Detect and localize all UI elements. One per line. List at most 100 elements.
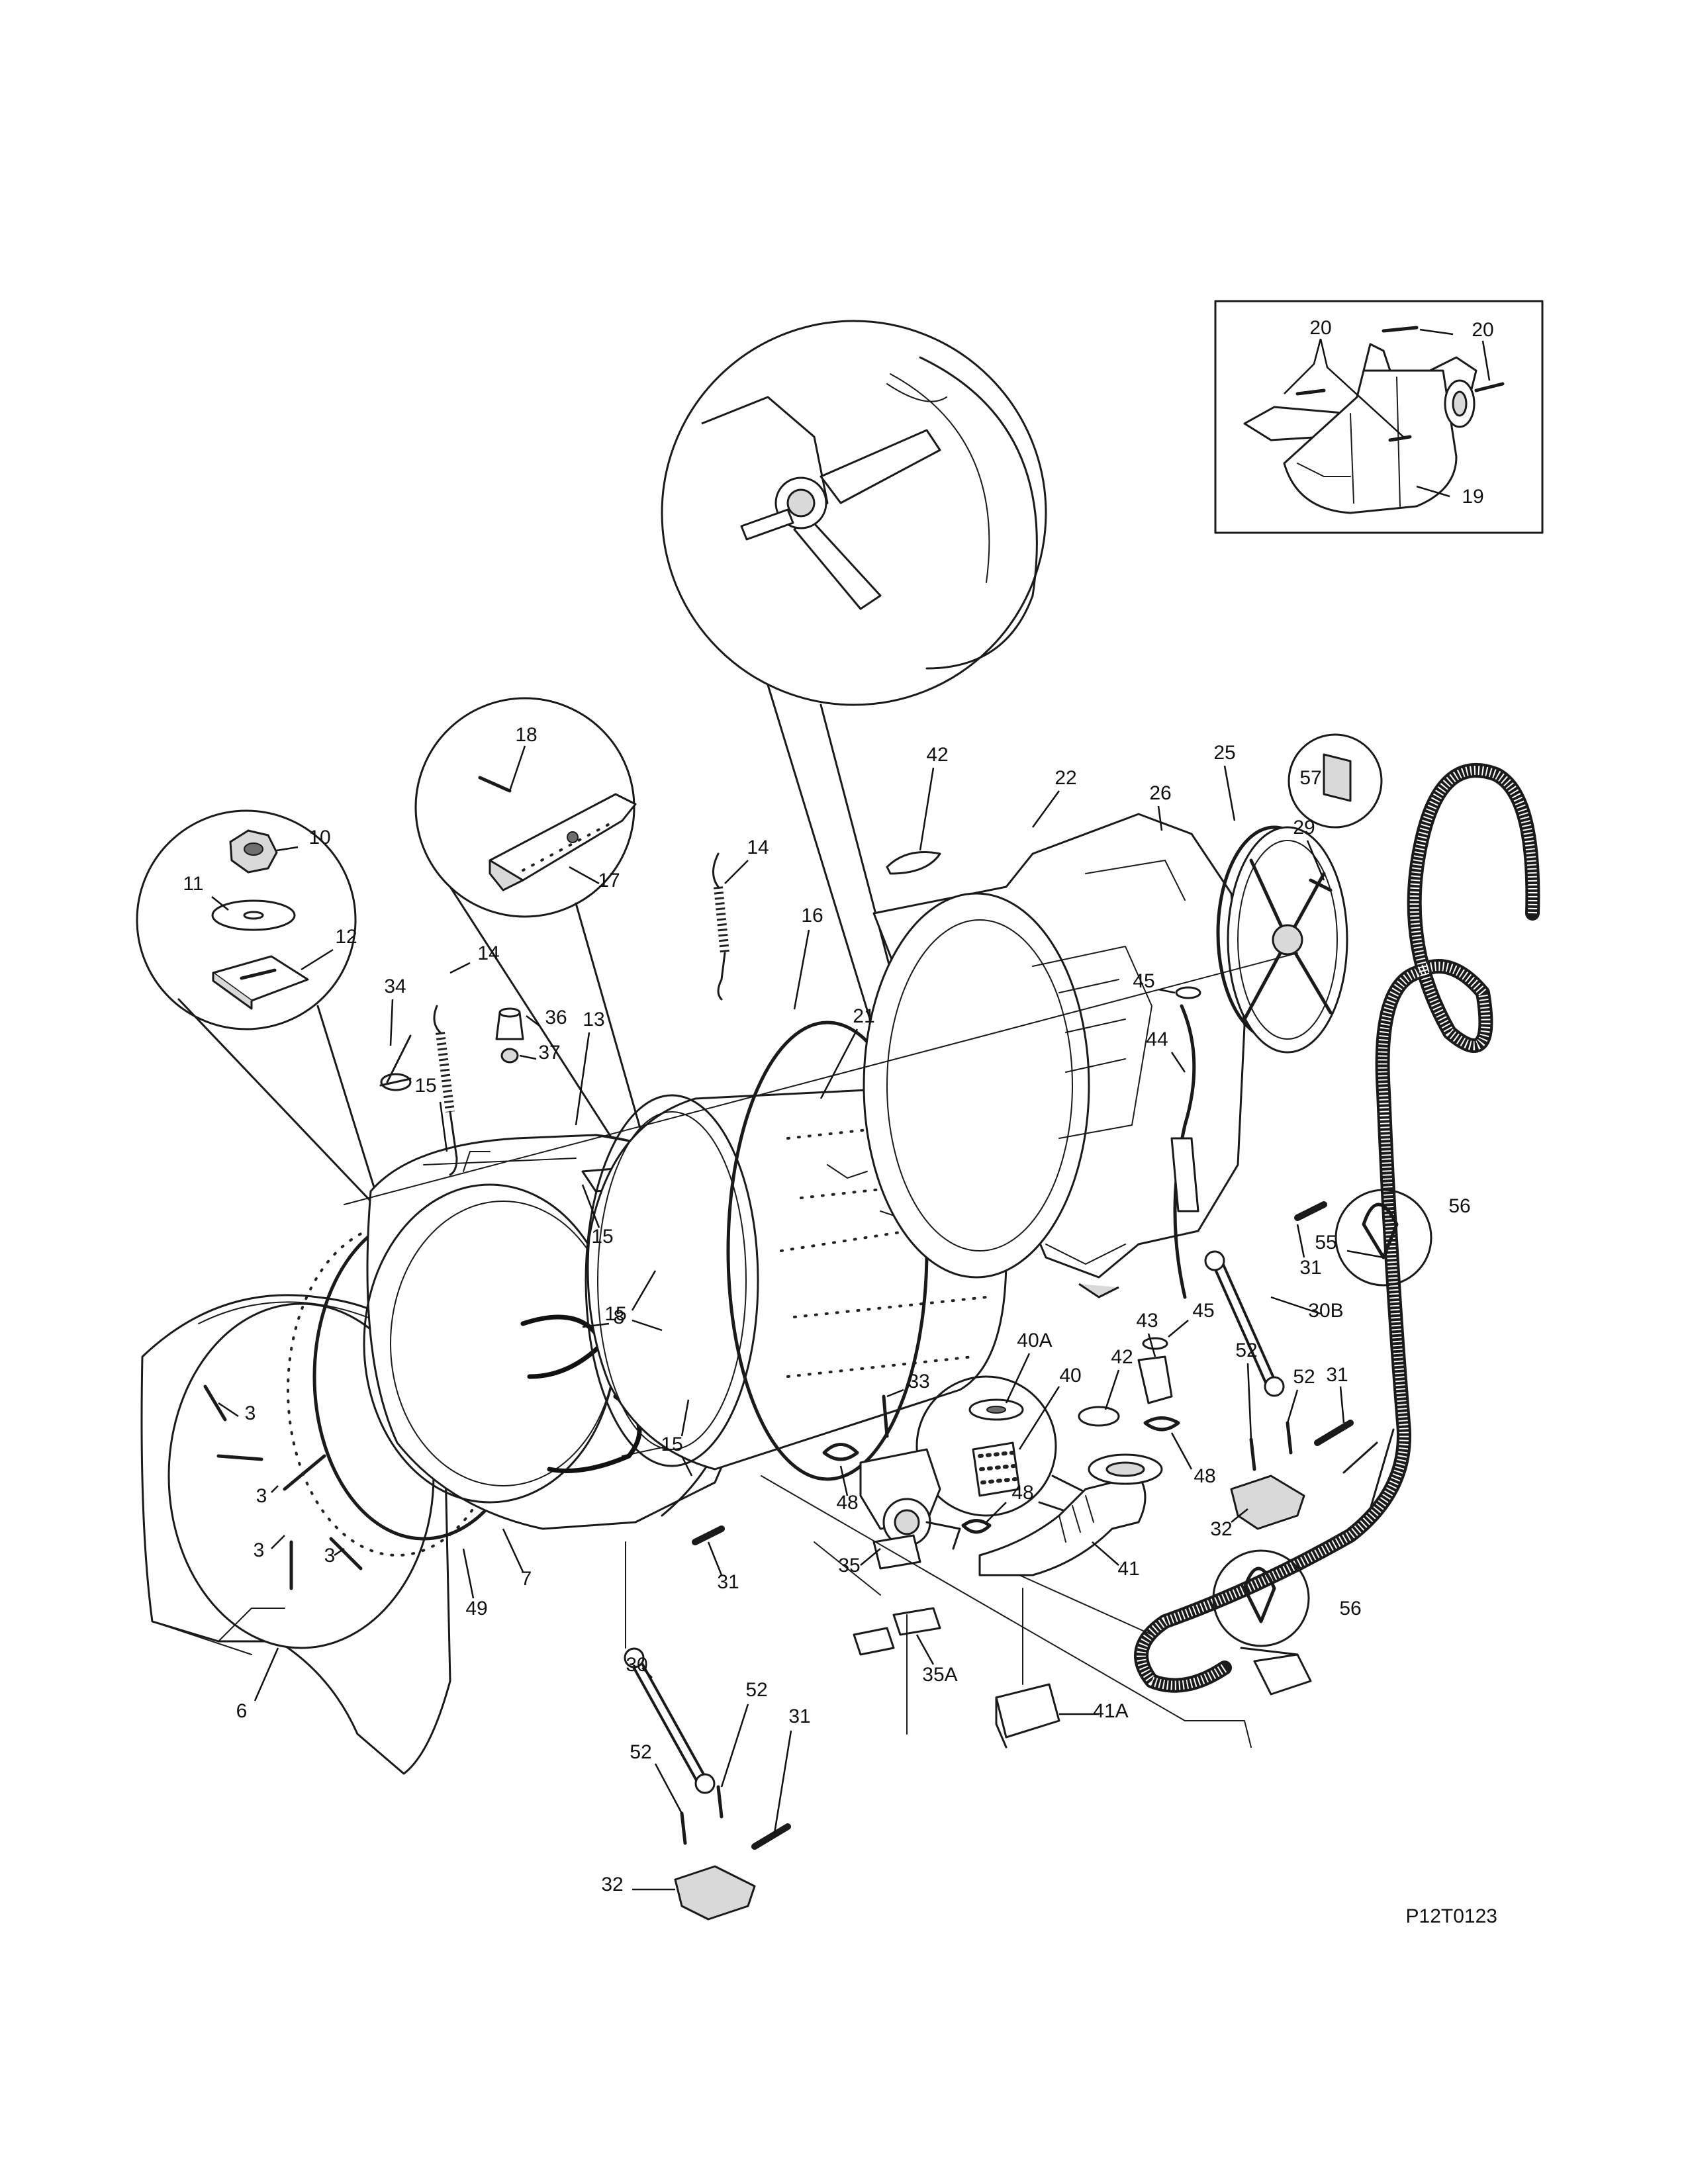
part-number-label: 20 (1309, 317, 1331, 339)
leader-line (986, 1502, 1007, 1523)
leader-line (919, 767, 935, 851)
leader-line (575, 1032, 590, 1126)
pressure-sensor (1137, 986, 1201, 1404)
leader-line (1306, 840, 1325, 881)
part-number-label: 14 (747, 837, 769, 858)
part-number-label: 32 (1210, 1518, 1232, 1540)
part-number-label: 30B (1308, 1300, 1343, 1322)
part-number-label: 15 (591, 1226, 613, 1248)
leader-line (680, 1455, 693, 1477)
part-number-label: 56 (1448, 1195, 1470, 1217)
spider-detail (661, 320, 1047, 1239)
part-number-label: 37 (538, 1042, 560, 1064)
part-number-label: 26 (1149, 782, 1171, 804)
leader-line (462, 1548, 475, 1599)
leader-line (720, 1704, 749, 1788)
part-number-label: 52 (1235, 1340, 1257, 1361)
part-number-label: 30 (626, 1654, 647, 1676)
part-number-label: 41A (1093, 1700, 1128, 1722)
leader-line (632, 1319, 663, 1332)
leader-line (439, 1101, 448, 1152)
part-number-label: 52 (745, 1679, 767, 1701)
part-number-label: 21 (853, 1005, 874, 1027)
part-number-label: 35A (922, 1664, 957, 1686)
leader-line (915, 1634, 935, 1665)
leader-line (526, 1015, 540, 1026)
part-number-label: 7 (521, 1568, 532, 1590)
springs (433, 852, 729, 1176)
leader-line (724, 860, 749, 884)
small-fittings (379, 1007, 524, 1091)
leader-line (1168, 1320, 1189, 1338)
leader-line (1158, 988, 1176, 994)
leader-line (1346, 1250, 1384, 1259)
leader-line (334, 1547, 345, 1557)
part-number-label: 20 (1472, 319, 1493, 341)
part-number-label: 3 (256, 1485, 267, 1507)
part-number-label: 42 (926, 744, 948, 766)
drain-hose (1134, 733, 1540, 1696)
part-number-label: 8 (614, 1306, 625, 1328)
part-number-label: 35 (838, 1555, 860, 1576)
part-number-label: 49 (465, 1598, 487, 1619)
part-number-label: 41 (1117, 1558, 1139, 1580)
part-number-label: 36 (545, 1007, 567, 1028)
leader-line (631, 1270, 657, 1311)
part-number-label: 40 (1059, 1365, 1081, 1387)
leader-line (1147, 1333, 1156, 1357)
part-number-label: 31 (1326, 1364, 1348, 1386)
leader-line (1416, 485, 1450, 498)
diagram-code: P12T0123 (1406, 1905, 1497, 1927)
leader-line (707, 1541, 723, 1576)
part-number-label: 31 (788, 1706, 810, 1727)
leader-line (1170, 1432, 1193, 1470)
part-number-label: 15 (414, 1075, 436, 1097)
leader-line (839, 1465, 849, 1496)
leader-line (1170, 1052, 1186, 1073)
leader-line (886, 1388, 904, 1398)
leader-line (218, 1402, 239, 1418)
leader-line (582, 1322, 610, 1328)
shock-absorbers (624, 1201, 1354, 1921)
leader-line (254, 1647, 279, 1702)
part-number-label: 31 (1299, 1257, 1321, 1279)
part-number-label: 11 (183, 873, 203, 895)
part-number-label: 56 (1339, 1598, 1361, 1619)
part-number-label: 16 (801, 905, 823, 927)
leader-line (860, 1548, 881, 1566)
leader-line (1296, 1224, 1305, 1258)
leader-line (1231, 1508, 1248, 1523)
leader-line (581, 1184, 600, 1228)
leader-line (1270, 1296, 1321, 1315)
motor-inset (1214, 300, 1544, 534)
leader-line (301, 948, 334, 971)
part-number-label: 14 (477, 942, 499, 964)
part-number-label: 12 (335, 926, 357, 948)
leader-line (211, 896, 229, 911)
leader-line (654, 1763, 683, 1814)
part-number-label: 45 (1133, 970, 1154, 992)
part-number-label: 42 (1111, 1346, 1133, 1368)
leader-line (271, 1485, 279, 1493)
leader-line (1092, 1541, 1119, 1566)
leader-line (508, 745, 526, 792)
part-number-label: 34 (384, 976, 406, 997)
part-number-label: 15 (604, 1303, 626, 1325)
leader-line (1319, 338, 1404, 437)
leader-line (569, 866, 600, 885)
leader-line (1018, 1386, 1060, 1450)
nut-washer-detail (136, 809, 379, 1203)
part-number-label: 55 (1315, 1232, 1336, 1253)
leader-line (502, 1528, 524, 1572)
part-number-label: 19 (1462, 486, 1483, 508)
part-number-label: 57 (1299, 767, 1321, 789)
part-number-label: 45 (1192, 1300, 1214, 1322)
pulley-belt (1216, 825, 1348, 1054)
part-number-label: 17 (598, 870, 620, 891)
drain-pump-assembly (822, 1375, 1180, 1749)
part-number-label: 52 (1293, 1366, 1315, 1388)
leader-line (793, 929, 810, 1010)
front-frame (140, 1294, 451, 1775)
part-number-label: 15 (661, 1433, 682, 1455)
